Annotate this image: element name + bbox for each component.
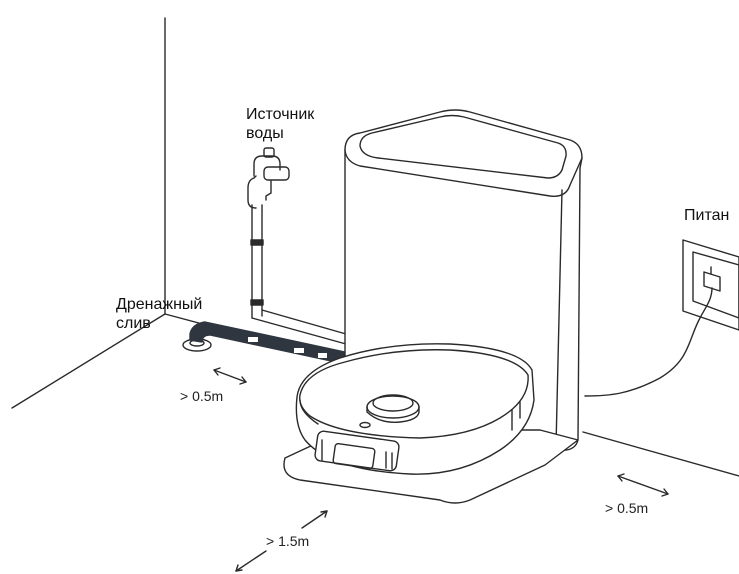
power-outlet bbox=[584, 239, 739, 397]
power-label: Питан bbox=[684, 207, 730, 224]
clearance-right-label: > 0.5m bbox=[605, 500, 649, 516]
robot-vacuum bbox=[295, 343, 535, 475]
water-source-label-line1: Источник bbox=[246, 106, 315, 123]
clearance-front-label: > 1.5m bbox=[266, 533, 310, 549]
water-pipe bbox=[250, 204, 347, 345]
clearance-arrows bbox=[213, 367, 669, 572]
water-source-label-line2: воды bbox=[246, 125, 284, 142]
water-tap bbox=[247, 147, 290, 209]
drain-hose bbox=[182, 321, 346, 365]
drain-label-line1: Дренажный bbox=[116, 296, 203, 313]
clearance-left-label: > 0.5m bbox=[180, 388, 224, 404]
drain-label-line2: слив bbox=[116, 315, 151, 332]
